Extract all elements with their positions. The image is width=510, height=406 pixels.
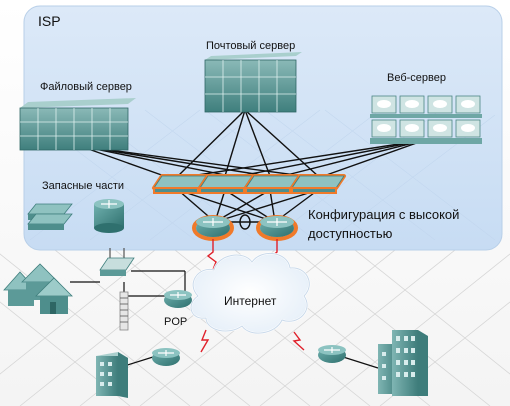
switch-icon (152, 174, 208, 194)
isp-label: ISP (38, 13, 61, 29)
switch-icon (198, 174, 254, 194)
homes-icon (3, 263, 73, 314)
high-availability-label: Конфигурация с высокой доступностью (308, 207, 460, 241)
router-icon (256, 215, 298, 241)
spare-parts-label: Запасные части (42, 180, 125, 192)
mail-server-icon (204, 52, 302, 113)
web-server-icon (370, 95, 482, 144)
modem-icon (99, 248, 135, 276)
tower-building-icon (378, 330, 428, 396)
pop-label: POP (164, 316, 188, 328)
file-server-label: Файловый сервер (40, 81, 132, 93)
spare-switch-icon (27, 203, 73, 230)
pop-router-icon (164, 290, 192, 308)
switch-icon (244, 174, 300, 194)
switch-icon (290, 174, 346, 194)
file-server-icon (19, 98, 136, 151)
branch-router-icon (152, 348, 180, 366)
internet-cloud-icon (190, 252, 311, 335)
spare-router-icon (94, 199, 124, 233)
office-building-icon (96, 352, 128, 398)
branch-router-icon (318, 345, 346, 363)
patch-panel-icon (119, 291, 129, 331)
internet-label: Интернет (224, 294, 277, 308)
mail-server-label: Почтовый сервер (206, 40, 296, 52)
web-server-label: Веб-сервер (387, 72, 446, 84)
router-icon (192, 215, 234, 241)
